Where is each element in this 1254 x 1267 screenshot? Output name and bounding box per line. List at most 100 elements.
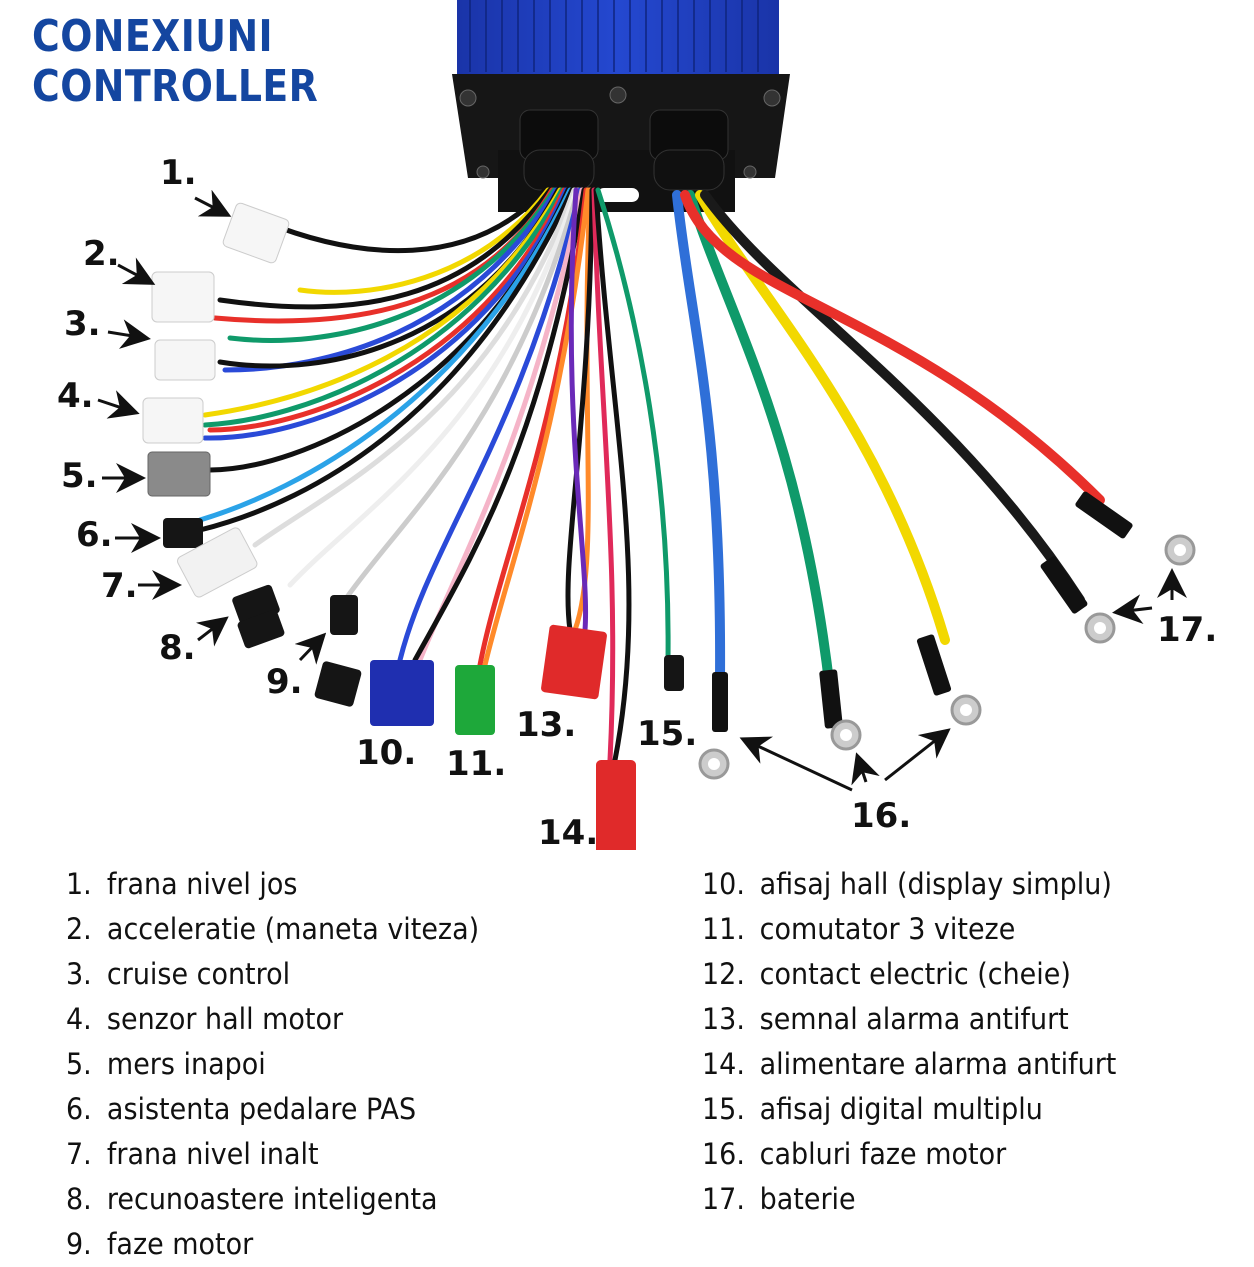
power-cables <box>672 190 1105 695</box>
page-title: CONEXIUNI CONTROLLER <box>32 12 318 112</box>
connector-4 <box>142 397 204 444</box>
legend-right-column: 10.afisaj hall (display simplu) 11. comut… <box>702 862 1148 1222</box>
screw <box>743 165 757 179</box>
arrow-8 <box>195 616 229 647</box>
legend-number: 4. <box>66 1002 92 1036</box>
legend-number: 9. <box>66 1227 92 1261</box>
callout-number-15: 15. <box>637 714 698 754</box>
legend-number: 3. <box>66 957 92 991</box>
callout-number-13: 13. <box>516 705 577 745</box>
bracket-slot <box>597 188 639 202</box>
connector-13 <box>541 624 607 700</box>
legend-number: 13. <box>702 1002 745 1036</box>
arrow-16b <box>851 752 880 786</box>
legend-item: 4. senzor hall motor <box>66 997 479 1042</box>
callout-number-10: 10. <box>356 733 417 773</box>
legend-number: 1. <box>66 867 92 901</box>
battery-cable-red <box>680 190 1105 505</box>
screw <box>763 89 781 107</box>
legend-label: alimentare alarma antifurt <box>759 1047 1117 1081</box>
connector-9b <box>314 661 362 707</box>
legend-item: 13.semnal alarma antifurt <box>702 997 1116 1042</box>
legend-item: 15. afisaj digital multiplu <box>702 1087 1116 1132</box>
legend-label: contact electric (cheie) <box>759 957 1071 991</box>
connector-3 <box>154 339 216 381</box>
legend-item: 7. frana nivel inalt <box>66 1132 479 1177</box>
legend-number: 8. <box>66 1182 92 1216</box>
connectors <box>142 202 684 850</box>
arrow-4 <box>97 390 140 419</box>
legend-item: 10.afisaj hall (display simplu) <box>702 862 1116 907</box>
controller-housing <box>452 0 790 212</box>
callout-number-16: 16. <box>851 796 912 836</box>
screw <box>459 89 477 107</box>
connector-2 <box>151 271 215 323</box>
legend-label: senzor hall motor <box>106 1002 344 1036</box>
aluminium-body <box>457 0 779 74</box>
legend-item: 11. comutator 3 viteze <box>702 907 1116 952</box>
legend-number: 15. <box>702 1092 745 1126</box>
connector-11 <box>455 665 495 735</box>
connector-6 <box>163 518 203 548</box>
connector-14 <box>596 760 636 850</box>
connector-15 <box>664 655 684 691</box>
screw <box>476 165 490 179</box>
cooling-fins <box>469 0 759 72</box>
callout-arrows <box>97 189 1187 792</box>
legend-item: 12. contact electric (cheie) <box>702 952 1116 997</box>
legend-label: recunoastere inteligenta <box>106 1182 438 1216</box>
legend-label: comutator 3 viteze <box>759 912 1016 946</box>
legend-number: 2. <box>66 912 92 946</box>
legend-number: 6. <box>66 1092 92 1126</box>
legend-number: 5. <box>66 1047 92 1081</box>
legend-number: 12. <box>702 957 745 991</box>
arrow-2 <box>117 257 156 285</box>
ring-terminals <box>698 491 1196 780</box>
legend-number: 11. <box>702 912 745 946</box>
title-line-2: CONTROLLER <box>32 61 319 112</box>
legend-left-column: 1. frana nivel jos 2. acceleratie (maneta … <box>66 862 510 1267</box>
title-line-1: CONEXIUNI <box>32 11 274 62</box>
connector-9a <box>330 595 358 635</box>
connector-7 <box>177 527 258 598</box>
callout-number-5: 5. <box>61 456 98 496</box>
cable-gland-signal <box>519 109 599 191</box>
legend-label: frana nivel inalt <box>106 1137 319 1171</box>
arrow-1 <box>194 189 232 217</box>
legend-number: 16. <box>702 1137 745 1171</box>
legend-item: 17.baterie <box>702 1177 1116 1222</box>
legend-item: 3. cruise control <box>66 952 479 997</box>
callout-number-1: 1. <box>160 153 197 193</box>
legend-label: cabluri faze motor <box>759 1137 1007 1171</box>
callout-number-8: 8. <box>159 628 196 668</box>
legend-item: 1. frana nivel jos <box>66 862 479 907</box>
arrow-17a <box>1112 594 1153 625</box>
connector-5 <box>147 451 211 497</box>
legend-label: frana nivel jos <box>106 867 298 901</box>
callout-number-7: 7. <box>101 566 138 606</box>
legend-item: 8. recunoastere inteligenta <box>66 1177 479 1222</box>
legend-label: asistenta pedalare PAS <box>106 1092 417 1126</box>
callout-number-2: 2. <box>83 234 120 274</box>
arrow-3 <box>107 319 151 349</box>
legend-item: 2. acceleratie (maneta viteza) <box>66 907 479 952</box>
legend-item: 14.alimentare alarma antifurt <box>702 1042 1116 1087</box>
callout-number-14: 14. <box>538 813 599 853</box>
legend-label: mers inapoi <box>106 1047 266 1081</box>
legend-label: baterie <box>759 1182 856 1216</box>
arrow-16a <box>739 736 853 792</box>
cable-gland-power <box>649 109 729 191</box>
callout-number-4: 4. <box>57 376 94 416</box>
legend-item: 9.faze motor <box>66 1222 479 1267</box>
controller-wiring-diagram <box>97 0 1196 850</box>
legend-label: cruise control <box>106 957 291 991</box>
phase-cable-yellow <box>695 190 950 645</box>
callout-number-6: 6. <box>76 515 113 555</box>
legend-number: 7. <box>66 1137 92 1171</box>
legend-item: 5. mers inapoi <box>66 1042 479 1087</box>
arrow-16c <box>884 728 951 782</box>
callout-number-17: 17. <box>1157 610 1218 650</box>
legend-label: acceleratie (maneta viteza) <box>106 912 480 946</box>
connector-10 <box>370 660 434 726</box>
legend-label: afisaj digital multiplu <box>759 1092 1043 1126</box>
